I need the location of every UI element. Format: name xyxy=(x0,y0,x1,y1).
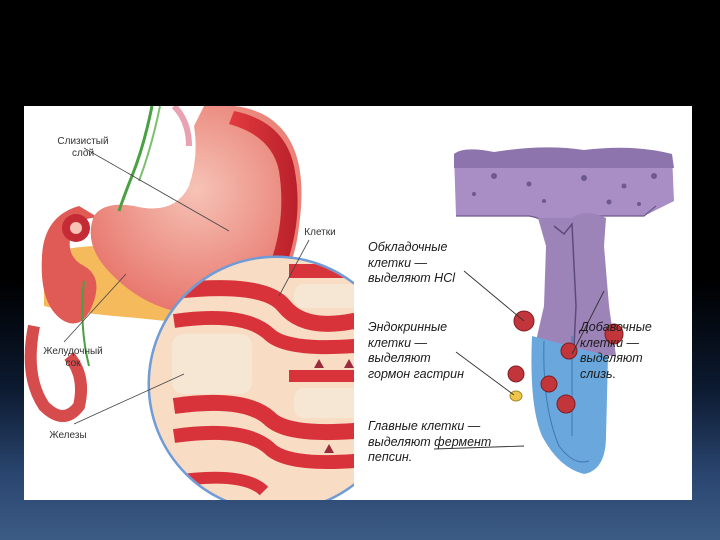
gastric-gland-illustration xyxy=(24,106,692,500)
label-endocrine-cells: Эндокринные клетки — выделяют гормон гас… xyxy=(368,320,508,382)
illustration-panel: Слизистый слой Клетки Желудочный сок Жел… xyxy=(24,106,692,500)
label-accessory-cells: Добавочные клетки — выделяют слизь. xyxy=(580,320,690,382)
label-parietal-cells: Обкладочные клетки — выделяют HCl xyxy=(368,240,508,287)
endocrine-cell xyxy=(510,391,522,401)
label-chief-cells: Главные клетки — выделяют фермент пепсин… xyxy=(368,419,518,466)
